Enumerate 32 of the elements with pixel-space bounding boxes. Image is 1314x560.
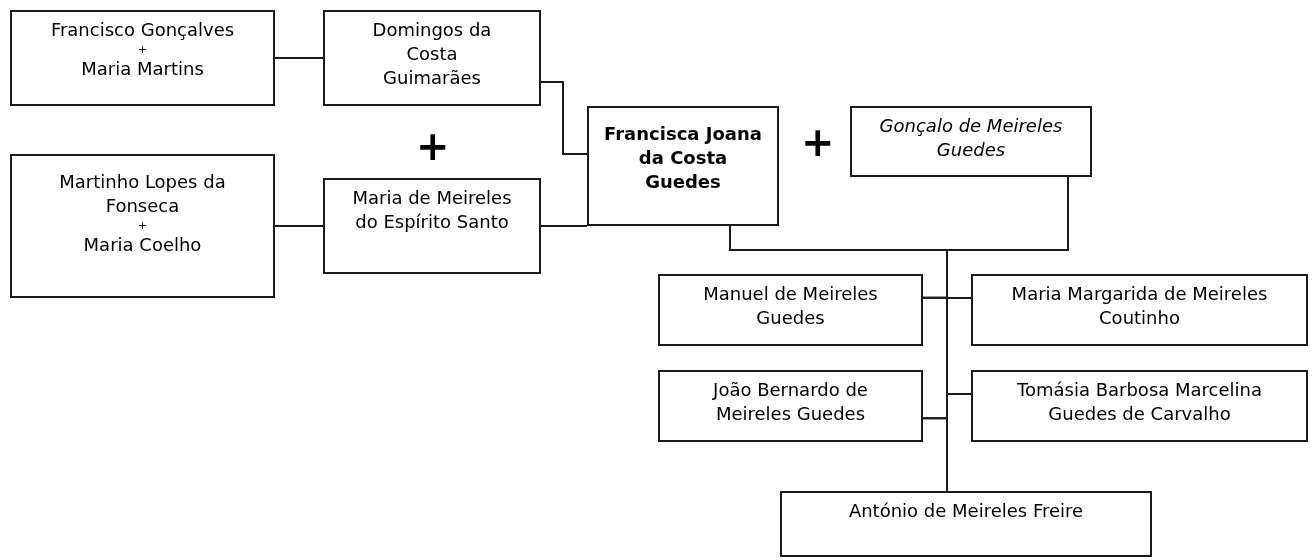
- connector-line: [540, 225, 588, 227]
- person-name: Francisca Joana da Costa Guedes: [603, 122, 763, 194]
- person-name: João Bernardo de Meireles Guedes: [711, 378, 869, 426]
- plus-sign: +: [137, 42, 148, 57]
- person-box: [658, 370, 923, 442]
- person-box: [658, 274, 923, 346]
- person-name: Maria Martins: [81, 57, 204, 81]
- plus-sign: +: [137, 218, 148, 233]
- person-box: [780, 491, 1152, 557]
- person-box: [587, 106, 779, 226]
- person-name: Gonçalo de Meireles Guedes: [878, 114, 1064, 162]
- connector-line: [274, 57, 324, 59]
- person-name: Maria Margarida de Meireles Coutinho: [1010, 282, 1269, 330]
- person-name: Tomásia Barbosa Marcelina Guedes de Carvalho: [1016, 378, 1263, 426]
- person-name: Domingos da Costa Guimarães: [371, 18, 493, 90]
- connector-line: [274, 225, 324, 227]
- person-box: [850, 106, 1092, 177]
- person-name: António de Meireles Freire: [848, 499, 1084, 523]
- person-box: [10, 10, 275, 106]
- person-name: Francisco Gonçalves: [50, 18, 235, 42]
- plus-sign: +: [416, 126, 450, 166]
- person-name: Manuel de Meireles Guedes: [702, 282, 879, 330]
- person-box: [10, 154, 275, 298]
- plus-sign: +: [801, 122, 835, 162]
- person-name: Maria Coelho: [83, 233, 202, 257]
- person-name: Martinho Lopes da Fonseca: [58, 170, 227, 218]
- person-box: [323, 178, 541, 274]
- person-box: [971, 274, 1308, 346]
- person-box: [971, 370, 1308, 442]
- connector-line: [540, 81, 588, 155]
- person-box: [323, 10, 541, 106]
- person-name: Maria de Meireles do Espírito Santo: [352, 186, 512, 234]
